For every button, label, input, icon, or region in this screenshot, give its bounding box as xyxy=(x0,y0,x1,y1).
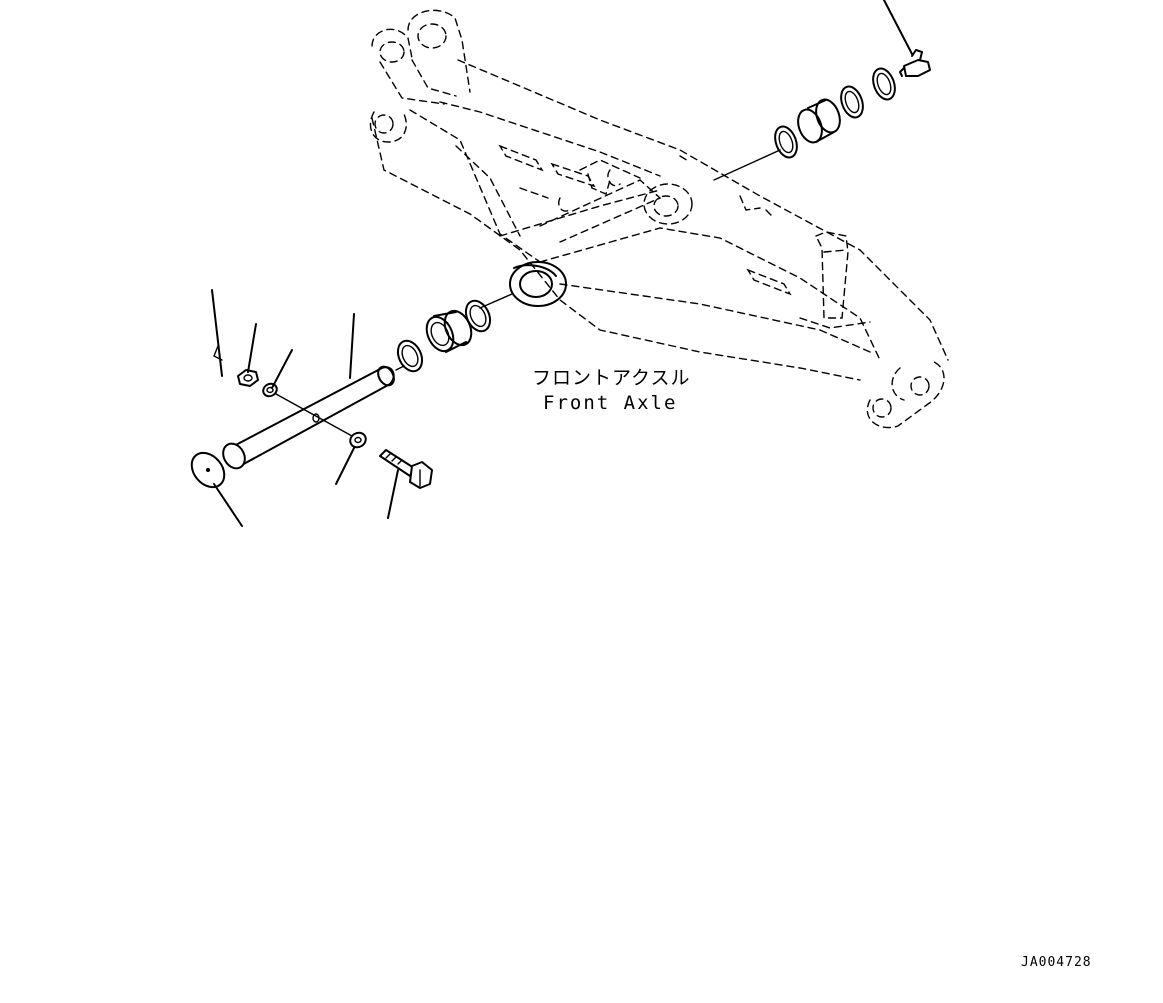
lock-nut xyxy=(237,369,259,387)
drawing-number: JA004728 xyxy=(1021,955,1092,970)
leader-line-grease-fitting xyxy=(883,0,913,55)
bolt-axis-line xyxy=(275,393,353,437)
callout-label-japanese: フロントアクスル xyxy=(532,367,690,389)
washer-lower xyxy=(349,431,367,449)
front-bushing-set xyxy=(396,293,513,373)
callout-label-english: Front Axle xyxy=(543,392,677,414)
axle-pin-icon xyxy=(222,365,405,470)
washer-upper xyxy=(262,382,278,398)
grease-fitting-icon xyxy=(899,49,931,77)
rear-bushing-set xyxy=(713,67,896,181)
hex-bolt xyxy=(379,449,433,489)
retaining-plate xyxy=(190,451,226,489)
front-axle-frame-icon xyxy=(369,9,949,429)
leader-lines xyxy=(211,289,399,527)
